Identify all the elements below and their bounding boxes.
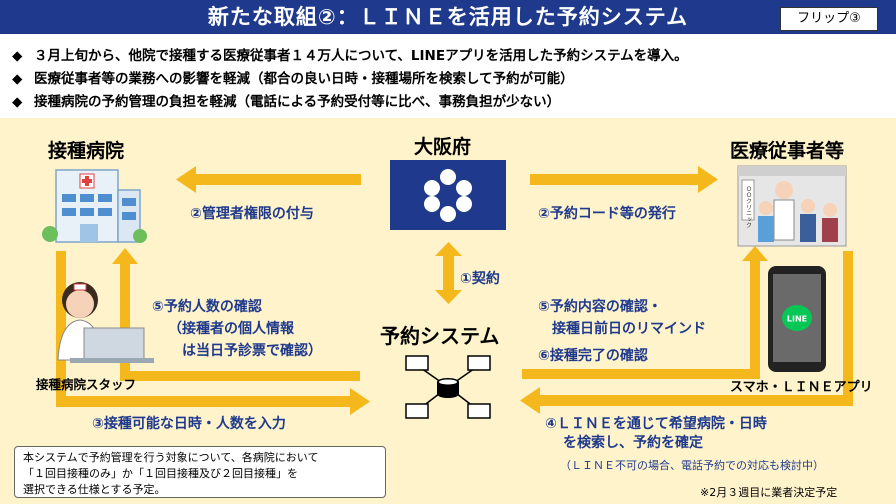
node-label-workers: 医療従事者等 [730, 140, 845, 162]
note-line: 本システムで予約管理を行う対象について、各病院において [23, 451, 319, 464]
flow-label-line-confirm: を検索し、予約を確定 [563, 435, 703, 451]
node-label-phone: スマホ・ＬＩＮＥアプリ [730, 380, 873, 395]
line-app-label: LINE [787, 315, 807, 324]
flow-label-phone-alt: （ＬＩＮＥ不可の場合、電話予約での対応も検討中） [560, 459, 824, 472]
osaka-logo-icon [424, 169, 472, 222]
bullet-text: 医療従事者等の業務への影響を軽減（都合の良い日時・接種場所を検索して予約が可能） [34, 71, 574, 87]
bullet-item: ◆ ３月上旬から、他院で接種する医療従事者１４万人について、LINEアプリを活用し… [12, 44, 688, 64]
flow-label-reminder: 接種日前日のリマインド [552, 321, 706, 337]
arrow-input-availability [56, 251, 370, 415]
flow-label-count-note-1: （接種者の個人情報 [168, 321, 294, 337]
bullet-text: 接種病院の予約管理の負担を軽減（電話による予約受付等に比べ、事務負担が少ない） [34, 94, 561, 110]
diamond-bullet-icon: ◆ [12, 48, 23, 64]
bullet-item: ◆ 医療従事者等の業務への影響を軽減（都合の良い日時・接種場所を検索して予約が可能… [12, 67, 574, 87]
bullet-text: ３月上旬から、他院で接種する医療従事者１４万人について、LINEアプリを活用した… [34, 48, 688, 64]
flow-label-content-confirm: ⑤予約内容の確認・ [538, 299, 662, 315]
arrow-confirm-remind [522, 246, 768, 379]
flow-label-contract: ①契約 [460, 271, 500, 287]
clinic-sign: ＯＯクリニック [745, 186, 752, 228]
flow-label-input-availability: ③接種可能な日時・人数を入力 [92, 416, 286, 432]
note-line: 「１回目接種のみ」か「１回目接種及び２回目接種」を [23, 467, 298, 480]
arrow-line-booking [520, 251, 853, 414]
diamond-bullet-icon: ◆ [12, 94, 23, 110]
bullet-item: ◆ 接種病院の予約管理の負担を軽減（電話による予約受付等に比べ、事務負担が少ない） [12, 90, 560, 110]
flow-label-count-confirm: ⑤予約人数の確認 [152, 299, 262, 315]
node-label-staff: 接種病院スタッフ [36, 377, 137, 392]
hospital-building-icon [42, 169, 147, 243]
node-label-system: 予約システム [380, 324, 500, 348]
flow-label-code-issue: ②予約コード等の発行 [538, 206, 676, 222]
smartphone-line-icon: LINE [768, 266, 826, 372]
medical-workers-icon: ＯＯクリニック [737, 165, 847, 247]
flow-label-line-search: ④ＬＩＮＥを通じて希望病院・日時 [545, 416, 767, 432]
arrow-count-confirm [112, 248, 360, 381]
flow-label-count-note-2: は当日予診票で確認） [182, 343, 322, 359]
arrow-contract [435, 242, 462, 304]
nurse-at-laptop-icon [57, 282, 154, 363]
note-line: 選択できる仕様とする予定。 [23, 483, 166, 496]
arrow-admin-rights [176, 166, 361, 193]
diamond-bullet-icon: ◆ [12, 71, 23, 87]
arrow-code-issue [530, 166, 718, 193]
page-title: 新たな取組②：ＬＩＮＥを活用した予約システム [207, 5, 689, 29]
computer-network-icon [405, 355, 491, 419]
flow-label-completion: ⑥接種完了の確認 [538, 348, 648, 364]
flip-badge: フリップ③ [780, 7, 878, 31]
node-label-hospital: 接種病院 [48, 140, 125, 162]
footnote: ※2月３週目に業者決定予定 [700, 486, 838, 499]
node-label-osaka: 大阪府 [414, 136, 472, 158]
flow-label-admin-rights: ②管理者権限の付与 [190, 206, 314, 222]
note-box: 本システムで予約管理を行う対象について、各病院において 「１回目接種のみ」か「１… [14, 446, 386, 498]
title-bar [0, 0, 896, 34]
